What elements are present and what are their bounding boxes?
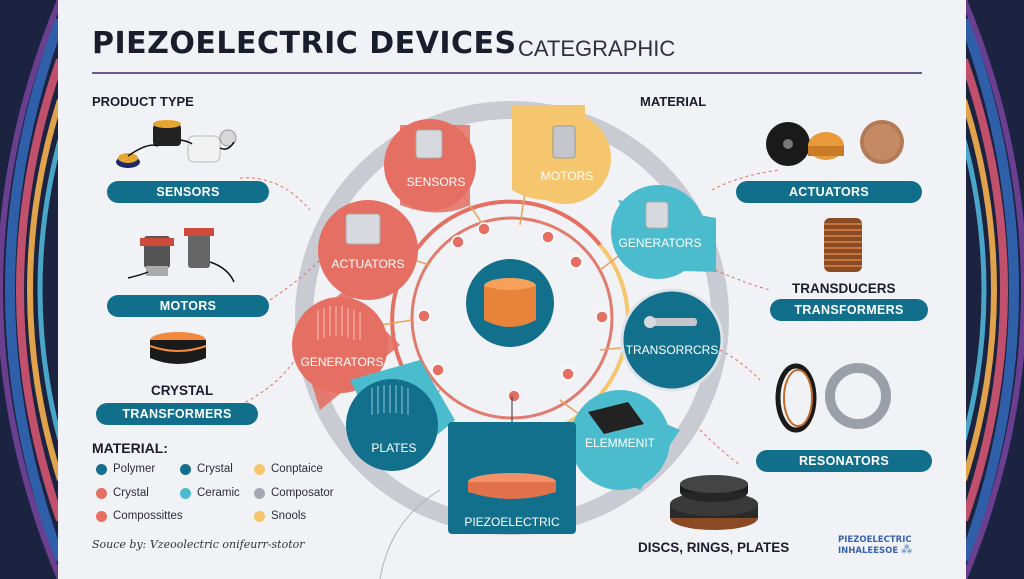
product-pill-transformers[interactable]: TRANSFORMERS xyxy=(96,403,258,425)
legend-label: Crystal xyxy=(113,487,149,499)
ring-dot xyxy=(561,367,575,381)
legend-swatch xyxy=(180,487,191,499)
svg-text:SENSORS: SENSORS xyxy=(407,175,466,189)
node-actuators: ACTUATORS xyxy=(318,200,418,300)
legend-item-composator: Composator xyxy=(254,487,334,499)
legend-item-polymer: Polymer xyxy=(96,463,155,475)
source-credit: Souce by: Vzeoolectric onifeurr-stotor xyxy=(92,538,305,551)
legend-swatch xyxy=(254,487,265,499)
legend-swatch xyxy=(96,510,107,522)
node-generators-left: GENERATORS xyxy=(292,290,400,410)
material-heading: MATERIAL xyxy=(640,94,707,109)
footer-logo-icon: ⁂ xyxy=(901,543,913,556)
svg-text:TRANSORRCRS: TRANSORRCRS xyxy=(626,343,719,357)
legend-label: Crystal xyxy=(197,463,233,475)
actuator-discs-illustration xyxy=(762,116,912,172)
node-motors: MOTORS xyxy=(512,105,611,204)
legend-label: Composator xyxy=(271,487,334,499)
legend-item-crystal-2: Crystal xyxy=(96,487,149,499)
legend-swatch xyxy=(96,463,107,475)
right-decorative-background xyxy=(964,0,1024,579)
legend-label: Polymer xyxy=(113,463,156,475)
node-sensors: SENSORS xyxy=(384,119,476,213)
legend-label: Conptaice xyxy=(271,463,323,475)
material-pill-resonators[interactable]: RESONATORS xyxy=(756,450,932,472)
crystal-label: CRYSTAL xyxy=(151,383,214,398)
legend-label: Ceramic xyxy=(197,487,240,499)
legend-item-compossittes: Compossittes xyxy=(96,510,183,522)
ring-dot xyxy=(431,363,445,377)
sensor-device-illustration xyxy=(108,112,248,174)
legend-label: Compossittes xyxy=(113,510,183,522)
legend-label: Snools xyxy=(271,510,307,522)
discs-rings-plates-label: DISCS, RINGS, PLATES xyxy=(638,540,790,555)
legend-swatch xyxy=(254,463,265,475)
footer-logo-text: PIEZOELECTRIC INHALEESOE xyxy=(838,535,912,556)
legend-item-crystal: Crystal xyxy=(180,463,233,475)
node-generators-right: GENERATORS xyxy=(611,185,716,279)
svg-text:PLATES: PLATES xyxy=(371,441,416,455)
crystal-device-illustration xyxy=(146,328,210,372)
svg-text:PIEZOELECTRIC: PIEZOELECTRIC xyxy=(464,515,560,529)
left-decorative-background xyxy=(0,0,60,579)
page-title: PIEZOELECTRIC DEVICES xyxy=(92,26,517,61)
node-elemmenit: ELEMMENIT xyxy=(555,390,680,490)
ring-dot xyxy=(451,235,465,249)
svg-text:MOTORS: MOTORS xyxy=(541,169,593,183)
material-pill-actuators[interactable]: ACTUATORS xyxy=(736,181,922,203)
ring-dot xyxy=(477,222,491,236)
footer-logo: PIEZOELECTRIC INHALEESOE ⁂ xyxy=(838,536,938,556)
node-transorrcrs: TRANSORRCRS xyxy=(620,288,724,392)
node-piezoelectric: PIEZOELECTRIC xyxy=(448,396,576,534)
ring-dot xyxy=(569,255,583,269)
svg-text:ACTUATORS: ACTUATORS xyxy=(332,257,405,271)
resonator-rings-illustration xyxy=(770,358,894,436)
svg-text:ELEMMENIT: ELEMMENIT xyxy=(585,436,656,450)
legend-swatch xyxy=(180,463,191,475)
legend-item-snools: Snools xyxy=(254,510,306,522)
transducer-coil-illustration xyxy=(818,214,868,276)
ring-dot xyxy=(417,309,431,323)
stacked-discs-illustration xyxy=(664,474,764,536)
legend-swatch xyxy=(254,510,265,522)
legend-item-ceramic: Ceramic xyxy=(180,487,240,499)
product-pill-sensors[interactable]: SENSORS xyxy=(107,181,269,203)
svg-text:GENERATORS: GENERATORS xyxy=(301,355,384,369)
title-divider xyxy=(92,72,922,74)
material-pill-transformers[interactable]: TRANSFORMERS xyxy=(770,299,928,321)
page-subtitle: CATEGRAPHIC xyxy=(518,36,676,61)
legend-title: MATERIAL: xyxy=(92,440,168,456)
legend-swatch xyxy=(96,487,107,499)
product-type-heading: PRODUCT TYPE xyxy=(92,94,194,109)
legend-item-conptaice: Conptaice xyxy=(254,463,323,475)
inner-ring-top xyxy=(418,199,602,247)
motor-device-illustration xyxy=(118,222,238,286)
product-pill-motors[interactable]: MOTORS xyxy=(107,295,269,317)
svg-text:GENERATORS: GENERATORS xyxy=(619,236,702,250)
transducers-label: TRANSDUCERS xyxy=(792,281,896,296)
node-plates: PLATES xyxy=(346,360,455,471)
ring-dot xyxy=(541,230,555,244)
center-puck-body xyxy=(484,286,536,327)
ring-dot xyxy=(595,310,609,324)
ring-dot xyxy=(507,389,521,403)
